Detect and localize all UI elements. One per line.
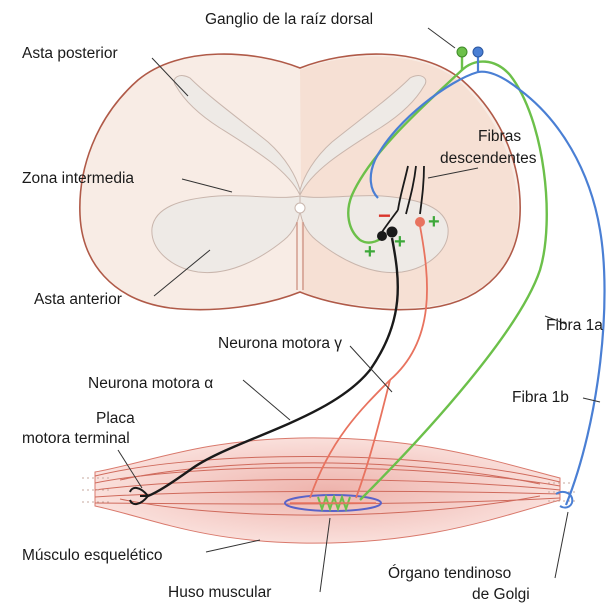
- leader-dorsal-ganglion: [428, 28, 455, 48]
- leader-golgi: [555, 512, 568, 578]
- leader-skeletal-muscle: [206, 540, 260, 552]
- label-anterior-horn: Asta anterior: [34, 291, 122, 308]
- gamma-motor-neuron-soma: [415, 217, 425, 227]
- muscle-belly: [95, 438, 560, 543]
- label-alpha-motor-neuron: Neurona motora α: [88, 375, 213, 392]
- label-intermediate-zone: Zona intermedia: [22, 170, 134, 187]
- label-descending-fibers-2: descendentes: [440, 150, 537, 167]
- minus-sign: −: [378, 203, 391, 228]
- plus-sign-1: +: [428, 211, 440, 233]
- label-golgi-2: de Golgi: [472, 586, 530, 603]
- label-gamma-motor-neuron: Neurona motora γ: [218, 335, 342, 352]
- label-skeletal-muscle: Músculo esquelético: [22, 547, 162, 564]
- label-motor-end-plate-2: motora terminal: [22, 430, 130, 447]
- label-posterior-horn: Asta posterior: [22, 45, 118, 62]
- leader-fiber-1b: [583, 398, 600, 402]
- label-fiber-1a: Fibra 1a: [546, 317, 603, 334]
- dorsal-root-ganglion-1a-cell: [457, 47, 467, 57]
- label-fiber-1b: Fibra 1b: [512, 389, 569, 406]
- label-dorsal-ganglion: Ganglio de la raíz dorsal: [205, 11, 373, 28]
- label-descending-fibers-1: Fibras: [478, 128, 521, 145]
- spinal-cord-cross-section: [80, 54, 520, 310]
- label-muscle-spindle: Huso muscular: [168, 584, 271, 601]
- inhibitory-interneuron: [377, 231, 387, 241]
- central-canal: [295, 203, 305, 213]
- leader-alpha: [243, 380, 290, 420]
- plus-sign-3: +: [364, 241, 376, 263]
- plus-sign-2: +: [394, 231, 406, 253]
- label-motor-end-plate-1: Placa: [96, 410, 135, 427]
- label-golgi-1: Órgano tendinoso: [388, 565, 511, 582]
- dorsal-root-ganglion-1b-cell: [473, 47, 483, 57]
